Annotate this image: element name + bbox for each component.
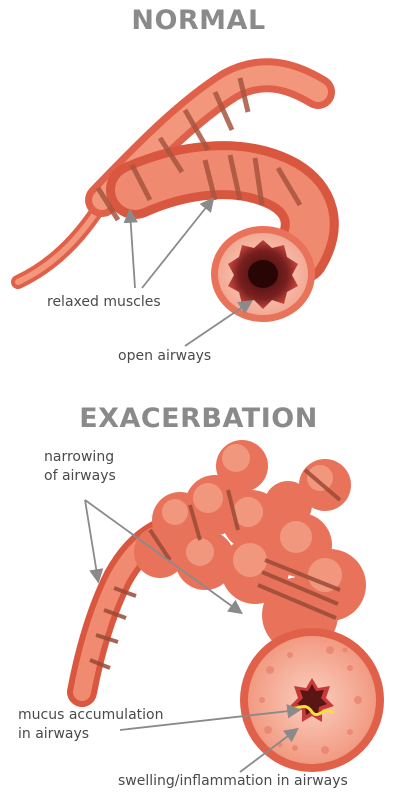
label-mucus-accumulation: mucus accumulation in airways — [18, 706, 163, 744]
label-narrowing-of-airways: narrowing of airways — [44, 448, 116, 486]
exacerbation-title: EXACERBATION — [0, 403, 397, 434]
normal-airway — [18, 75, 318, 322]
label-mucus-line1: mucus accumulation — [18, 706, 163, 725]
normal-title: NORMAL — [0, 5, 397, 36]
label-open-airways: open airways — [118, 347, 211, 366]
label-relaxed-muscles: relaxed muscles — [47, 293, 161, 312]
label-swelling-inflammation: swelling/inflammation in airways — [118, 772, 348, 791]
label-mucus-line2: in airways — [18, 725, 163, 744]
label-narrowing-line2: of airways — [44, 467, 116, 486]
label-narrowing-line1: narrowing — [44, 448, 116, 467]
